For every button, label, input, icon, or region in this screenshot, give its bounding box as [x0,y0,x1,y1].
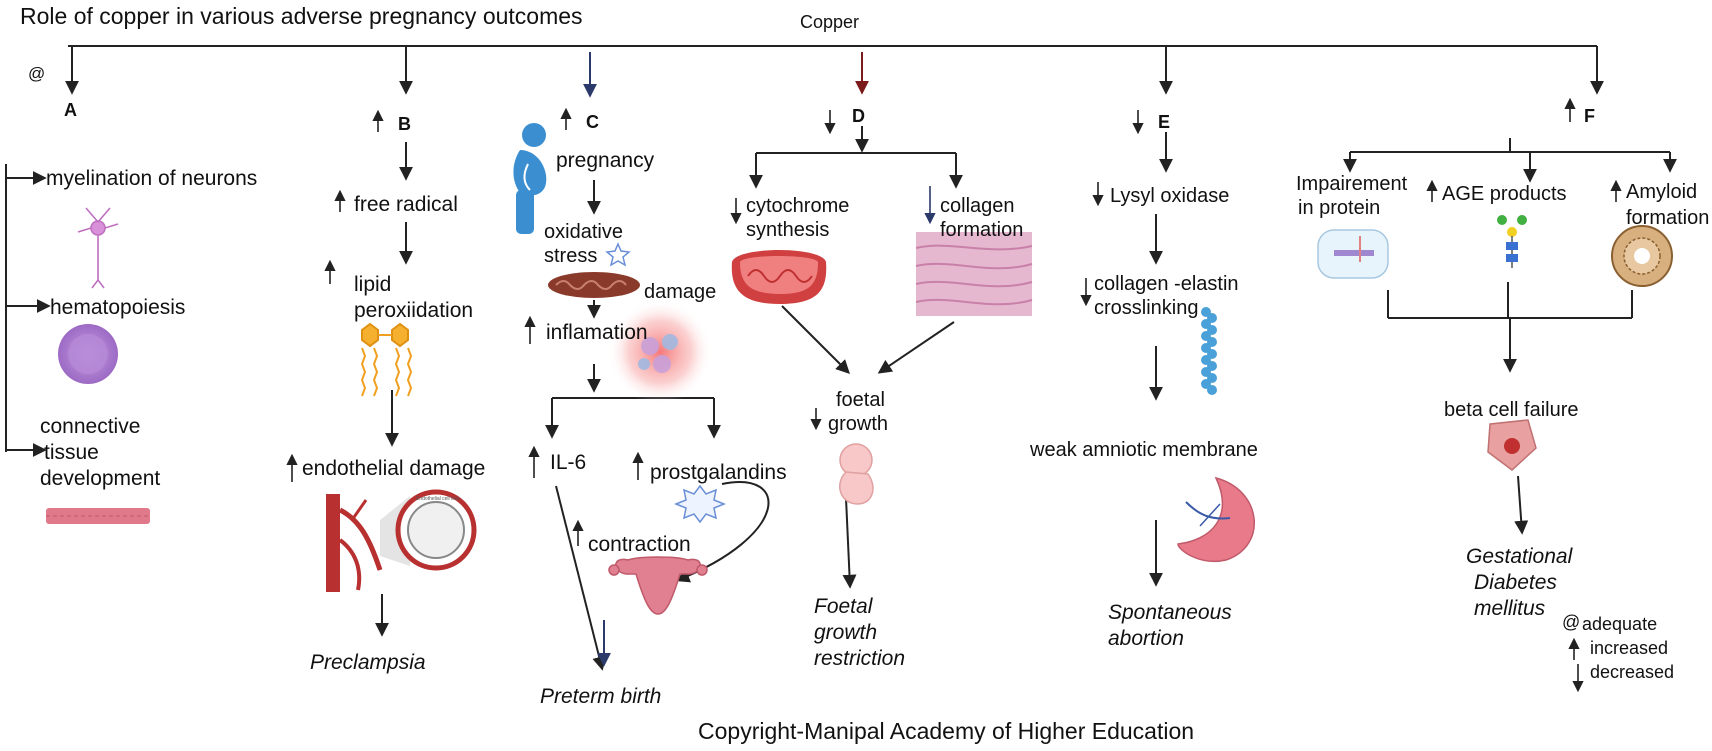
D-cytochrome: cytochrome [746,195,850,217]
E-outcome-abortion: abortion [1108,627,1184,650]
blood-cell-icon [58,324,118,384]
collagen-elastin-helix-icon [1201,307,1217,395]
C-pregnancy: pregnancy [556,149,655,172]
branch-B-label: B [398,114,411,134]
D-outcome-foetal: Foetal [814,595,873,618]
D-growth: growth [828,413,889,435]
fetus-icon [839,443,874,505]
E-lysyl-oxidase: Lysyl oxidase [1110,185,1230,207]
D-formation: formation [940,219,1024,241]
legend-increased: increased [1590,638,1669,658]
lipid-peroxidation-icon [360,322,413,397]
root-node-copper: Copper [800,12,860,32]
uterus-icon [608,556,708,615]
B-outcome-preclampsia: Preclampsia [310,651,426,674]
C-IL6: IL-6 [550,451,587,474]
E-weak-amniotic-membrane: weak amniotic membrane [1030,439,1258,461]
indicator-arrows [286,97,1622,693]
branch-E-label: E [1158,112,1171,132]
star-icon [605,242,631,267]
B-endothelial-damage: endothelial damage [302,457,486,480]
F-impairement: Impairement [1296,173,1408,195]
A-hematopoiesis: hematopoiesis [50,296,186,319]
D-outcome-growth: growth [814,621,878,644]
C-prostgalandins: prostgalandins [650,461,787,484]
C-inflamation: inflamation [546,321,648,344]
B-peroxiidation: peroxiidation [354,299,474,322]
protein-impairment-icon [1317,229,1389,279]
mitochondria-icon [548,272,640,298]
arrow-D-restriction [842,497,857,589]
legend-decreased: decreased [1590,662,1675,682]
arrow-D-mito-foetal [781,305,850,374]
inflammation-icon [608,300,712,404]
C-outcome-preterm-birth: Preterm birth [540,685,662,708]
F-amyloid: Amyloid [1626,181,1698,203]
D-synthesis: synthesis [746,219,830,241]
E-crosslinking: crosslinking [1094,297,1199,319]
C-oxidative: oxidative [544,221,623,243]
branch-D-label: D [852,106,865,126]
D-outcome-restriction: restriction [814,647,906,670]
amniotic-membrane-icon [1177,476,1256,563]
D-foetal: foetal [836,389,885,411]
blood-vessel-icon [326,489,477,592]
A-myelination: myelination of neurons [46,167,258,190]
F-in-protein: in protein [1298,197,1381,219]
B-lipid: lipid [354,273,392,296]
B-endothelial-cell-loss: Endothelial cell loss [416,496,460,502]
A-tissue: tissue [44,441,99,464]
C-contraction: contraction [588,533,691,556]
collagen-tissue-icon [915,232,1033,316]
branch-A-label: A [64,100,77,120]
adequate-symbol: @ [28,64,46,83]
F-formation: formation [1626,207,1710,229]
beta-cell-icon [1487,419,1537,471]
F-beta-cell-failure: beta cell failure [1444,399,1579,421]
branch-C-label: C [586,112,599,132]
C-stress: stress [544,245,598,267]
C-damage: damage [644,281,717,303]
branch-F-label: F [1584,106,1595,126]
arrow-C-IL6-preterm [555,485,607,671]
E-collagen-elastin: collagen -elastin [1094,273,1239,295]
connective-tissue-icon [46,508,150,524]
arrow-C-prostgalandins-contraction [675,481,770,583]
F-age-products: AGE products [1442,183,1567,205]
F-outcome-diabetes: Diabetes [1474,571,1557,594]
A-development: development [40,467,161,490]
D-collagen: collagen [940,195,1015,217]
age-products-icon [1497,215,1527,268]
legend-adequate: adequate [1582,614,1658,634]
diagram-title: Role of copper in various adverse pregna… [20,3,583,29]
mitochondria-large-icon [731,250,827,304]
arrow-D-collagen-foetal [877,321,955,374]
arrow-F-gdm [1514,475,1529,535]
B-free-radical: free radical [354,193,458,216]
copyright-notice: Copyright-Manipal Academy of Higher Educ… [698,718,1195,744]
neuron-icon [77,207,119,289]
prostaglandin-burst-icon [673,484,727,524]
A-connective: connective [40,415,141,438]
pregnant-woman-icon [513,123,547,234]
amyloid-icon [1611,225,1673,287]
E-outcome-spontaneous: Spontaneous [1108,601,1232,624]
legend-adequate-symbol: @ [1562,612,1581,632]
F-outcome-gestational: Gestational [1466,545,1573,568]
F-outcome-mellitus: mellitus [1474,597,1546,620]
